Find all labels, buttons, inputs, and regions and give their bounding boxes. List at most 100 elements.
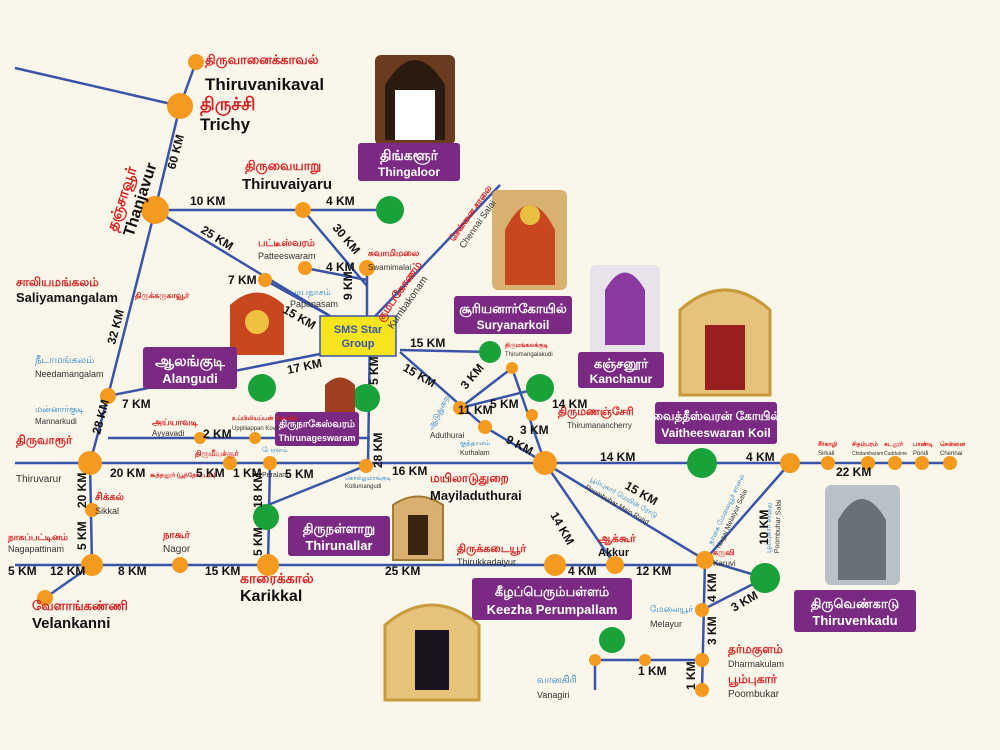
node-patteeswaram[interactable] [298, 261, 312, 275]
node-thanjavur[interactable] [141, 196, 169, 224]
node-saliyamangalam[interactable] [258, 273, 272, 287]
thiruvaiyaru-tamil: திருவையாறு [245, 158, 321, 174]
karuvi-tamil: கருவி [713, 548, 735, 558]
node-chennai[interactable] [943, 456, 957, 470]
poombuhar-salai-tamil: பூம்புகார் சாலை [765, 502, 774, 553]
node-kollumangudi[interactable] [359, 459, 373, 473]
dist-saliyamangalam-papanasam: 7 KM [228, 273, 257, 287]
node-thiruvenkadu[interactable] [750, 563, 780, 593]
node-uppiliappan[interactable] [249, 432, 261, 444]
node-mayiladuthurai[interactable] [533, 451, 557, 475]
node-thiruvanaikaval[interactable] [188, 54, 204, 70]
label-thirunageswaram[interactable]: திருநாகேஸ்வரம் Thirunageswaram [275, 412, 359, 446]
keezha-english: Keezha Perumpallam [487, 602, 618, 617]
dist-thanjavur-needamangalam: 32 KM [104, 308, 127, 346]
node-thiruvaiyaru[interactable] [295, 202, 311, 218]
node-thirunageswaram[interactable] [352, 384, 380, 412]
node-vanagiri[interactable] [589, 654, 601, 666]
label-kanchanur[interactable]: கஞ்சனூர் Kanchanur [578, 352, 664, 388]
node-sikkal[interactable] [85, 503, 99, 517]
node-cuddalore[interactable] [888, 456, 902, 470]
center-marker: SMS Star Group [319, 315, 397, 357]
thirumanancheri-tamil: திருமணஞ்சேரி [558, 406, 634, 419]
node-koothanur[interactable] [223, 456, 237, 470]
label-suryanarkoil[interactable]: சூரியனார்கோயில் Suryanarkoil [454, 296, 572, 334]
poombukar-tamil: பூம்புகார் [728, 672, 778, 687]
label-keezha-perumpallam[interactable]: கீழப்பெரும்பள்ளம் Keezha Perumpallam [472, 578, 632, 620]
dist-nagor-karaikkal: 15 KM [205, 564, 240, 578]
node-thingaloor[interactable] [376, 196, 404, 224]
node-aduthurai[interactable] [453, 401, 467, 415]
vaitheeswaran-picture [678, 288, 772, 397]
label-thirunallar[interactable]: திருநள்ளாறு Thirunallar [288, 516, 390, 556]
node-peralam[interactable] [263, 456, 277, 470]
node-needamangalam[interactable] [100, 388, 116, 404]
pondi-english: Pondi [913, 451, 928, 457]
node-suryanarkoil[interactable] [526, 374, 554, 402]
node-kudi[interactable] [506, 362, 518, 374]
koothanur-tamil: கூத்தனூர் (பூந்தோட்டம்) [150, 472, 216, 479]
road-thanjavur-needamangalam [106, 209, 157, 397]
sms-star-box[interactable] [319, 315, 397, 357]
saliyamangalam-tamil: சாலியமங்கலம் [16, 275, 99, 289]
node-nagapattinam[interactable] [81, 554, 103, 576]
dist-thiruvarur-koothanur: 20 KM [110, 466, 145, 480]
node-melayur[interactable] [695, 603, 709, 617]
node-trichy[interactable] [167, 93, 193, 119]
node-kuthalam[interactable] [478, 420, 492, 434]
dist-aduthurai-kudi: 3 KM [458, 361, 487, 392]
road-mayiladuthurai-akkur [543, 462, 617, 566]
vanagiri-tamil: வானகிரி [537, 675, 577, 686]
thingaloor-picture [375, 55, 455, 145]
aduthurai-tamil: ஆடுதுறை [426, 394, 452, 432]
node-thirumangalakudi[interactable] [479, 341, 501, 363]
road-thiruvaiyaru-swamimalai [302, 209, 368, 287]
dist-kumbakonam-mayiladuthurai: 15 KM [410, 336, 445, 350]
node-nagor[interactable] [172, 557, 188, 573]
node-swamimalai[interactable] [359, 260, 375, 276]
node-velankanni[interactable] [37, 590, 53, 606]
cuddalore-tamil: கடலூர் [884, 442, 904, 448]
node-thiruvarur[interactable] [78, 451, 102, 475]
label-alangudi[interactable]: ஆலங்குடி Alangudi [143, 347, 237, 389]
peralam-english: Peralam [262, 472, 288, 479]
poombuhar-salai-english: Poombuhar Salai [774, 499, 783, 553]
node-thirukkadaiyur[interactable] [544, 554, 566, 576]
node-dharmakulam[interactable] [695, 653, 709, 667]
node-ayyavadi[interactable] [194, 432, 206, 444]
dist-kollumangudi-peralam: 5 KM [285, 467, 314, 481]
label-vaitheeswaran[interactable]: வைத்தீஸ்வரன் கோயில் Vaitheeswaran Koil [652, 402, 781, 444]
thirukkadaiyur-english: Thirukkadaiyur [457, 557, 516, 567]
dist-velankanni-left: 5 KM [8, 564, 37, 578]
dist-aduthurai-suryanar: 5 KM [490, 397, 519, 411]
peralam-tamil: பேரளம் [262, 447, 288, 454]
node-chidambaram[interactable] [861, 456, 875, 470]
node-poombukar[interactable] [695, 683, 709, 697]
road-trichy-thanjavur [153, 105, 182, 211]
node-akkur[interactable] [606, 556, 624, 574]
node-karaikkal[interactable] [257, 554, 279, 576]
node-east-junction[interactable] [780, 453, 800, 473]
nagor-english: Nagor [163, 544, 191, 555]
alangudi-picture [230, 292, 284, 355]
label-thingaloor[interactable]: திங்களூர் Thingaloor [358, 143, 460, 181]
node-keezha-perumpallam[interactable] [599, 627, 625, 653]
thiruvanaikaval-english: Thiruvanikaval [205, 75, 324, 94]
vanagiri-english: Vanagiri [537, 690, 569, 700]
node-pondi[interactable] [915, 456, 929, 470]
dist-sikkal-nagapattinam: 5 KM [75, 521, 89, 550]
node-karuvi[interactable] [696, 551, 714, 569]
label-thiruvenkadu[interactable]: திருவெண்காடு Thiruvenkadu [794, 590, 916, 632]
trichy-english: Trichy [200, 115, 251, 134]
kollumangudi-english: Kollumangudi [345, 484, 381, 490]
node-vanagiri-junction[interactable] [639, 654, 651, 666]
thirunallar-picture [392, 495, 444, 561]
node-sirkali[interactable] [821, 456, 835, 470]
node-alangudi[interactable] [248, 374, 276, 402]
thirunageswaram-picture [325, 377, 355, 415]
node-thirumanancheri[interactable] [526, 409, 538, 421]
node-vaitheeswaran[interactable] [687, 448, 717, 478]
dharmakulam-tamil: தர்மகுளம் [728, 642, 783, 657]
node-thirunallar[interactable] [253, 504, 279, 530]
